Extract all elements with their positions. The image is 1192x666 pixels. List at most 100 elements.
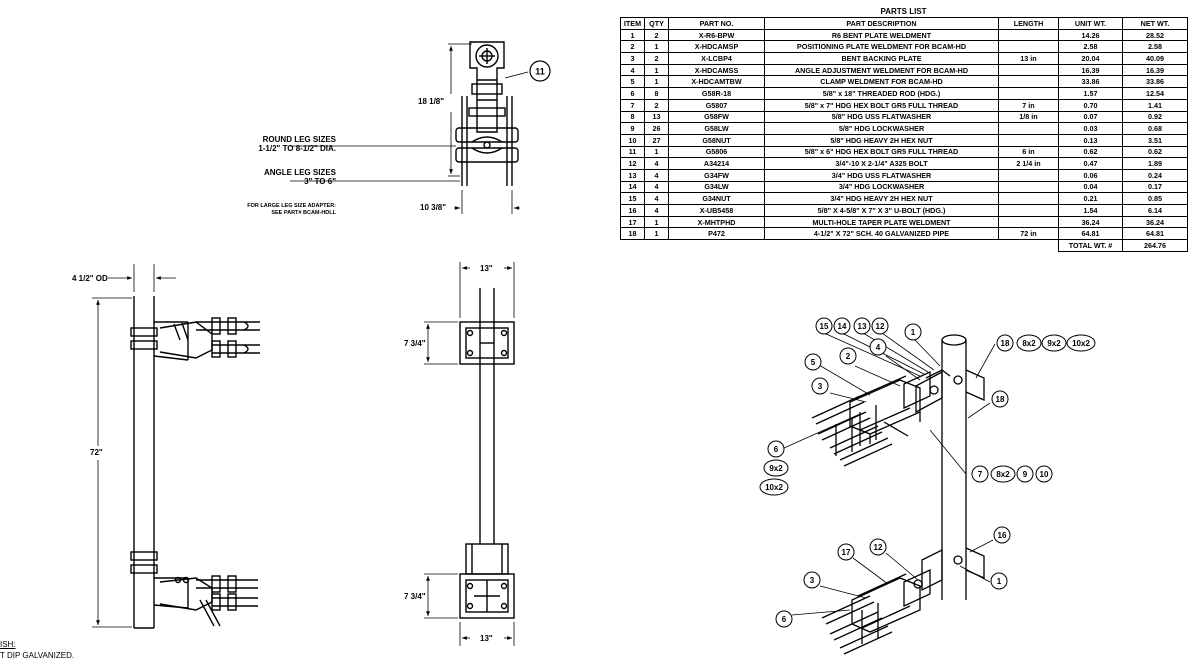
cell-length [998,204,1059,217]
cell-qty: 2 [644,52,669,65]
cell-length [998,168,1059,182]
svg-text:6: 6 [774,445,779,454]
balloon-9x2: 9x2 [1041,334,1067,352]
cell-unit-wt: 0.07 [1058,110,1123,124]
cell-unit-wt: 36.24 [1058,215,1123,229]
cell-net-wt: 16.39 [1122,63,1188,77]
svg-text:10x2: 10x2 [1072,339,1090,348]
parts-list-title: PARTS LIST [880,7,927,16]
cell-net-wt: 12.54 [1122,87,1188,100]
cell-part-no: G34LW [668,180,765,194]
cell-net-wt: 0.62 [1122,145,1188,159]
cell-part-no: X-LCBP4 [668,52,765,65]
cell-item: 17 [620,215,645,229]
cell-length [998,75,1059,89]
cell-unit-wt: 20.04 [1058,52,1123,65]
svg-text:7: 7 [978,470,983,479]
cell-net-wt: 1.41 [1122,98,1188,112]
front-view-dimensions [424,262,515,646]
adapter-note-2: SEE PART# BCAM-HDLL [271,210,336,216]
balloon-10: 10 [1035,465,1053,483]
cell-item: 8 [620,110,645,124]
col-item: ITEM [620,17,645,30]
svg-text:2: 2 [846,352,851,361]
cell-description: POSITIONING PLATE WELDMENT FOR BCAM-HD [764,40,999,54]
cell-description: 5/8" HDG USS FLATWASHER [764,110,999,124]
balloon-6b: 6 [775,610,793,628]
cell-description: 3/4" HDG HEAVY 2H HEX NUT [764,192,999,205]
cell-unit-wt: 0.04 [1058,180,1123,194]
cell-unit-wt: 16.39 [1058,63,1123,77]
cell-description: 5/8" x 7" HDG HEX BOLT GR5 FULL THREAD [764,98,999,112]
cell-item: 2 [620,40,645,54]
cell-length [998,133,1059,147]
cell-item: 15 [620,192,645,205]
svg-text:12: 12 [876,322,885,331]
cell-unit-wt: 0.21 [1058,192,1123,205]
balloon-3: 3 [811,377,829,395]
balloon-11-label: 11 [535,67,545,77]
col-unit-wt: UNIT WT. [1058,17,1123,30]
cell-item: 7 [620,98,645,112]
cell-description: BENT BACKING PLATE [764,52,999,65]
svg-text:18: 18 [996,395,1005,404]
cell-part-no: X-UB5458 [668,204,765,217]
svg-text:9: 9 [1023,470,1028,479]
cell-length: 6 in [998,145,1059,159]
cell-qty: 1 [644,75,669,89]
adapter-note-1: FOR LARGE LEG SIZE ADAPTER: [247,203,336,209]
cell-length [998,87,1059,100]
cell-unit-wt: 2.58 [1058,40,1123,54]
cell-item: 16 [620,204,645,217]
col-description: PART DESCRIPTION [764,17,999,30]
cell-qty: 2 [644,28,669,42]
cell-part-no: G34FW [668,168,765,182]
cell-item: 13 [620,168,645,182]
cell-description: 3/4"-10 X 2-1/4" A325 BOLT [764,157,999,170]
svg-text:8x2: 8x2 [1022,339,1036,348]
cell-length [998,40,1059,54]
front-plate-top: 7 3/4" [404,339,426,348]
cell-length [998,180,1059,194]
cell-unit-wt: 1.57 [1058,87,1123,100]
balloon-13: 13 [853,317,871,335]
svg-text:17: 17 [842,548,851,557]
balloon-18b: 18 [991,390,1009,408]
balloon-14: 14 [833,317,851,335]
cell-qty: 1 [644,145,669,159]
balloon-10x2: 10x2 [1066,334,1096,352]
angle-leg-title: ANGLE LEG SIZES [263,168,336,177]
cell-item: 12 [620,157,645,170]
cell-qty: 1 [644,215,669,229]
front-plate-bottom: 7 3/4" [404,592,426,601]
balloon-9: 9 [1016,465,1034,483]
svg-text:1: 1 [911,328,916,337]
cell-qty: 2 [644,98,669,112]
round-leg-title: ROUND LEG SIZES [262,135,336,144]
cell-unit-wt: 0.70 [1058,98,1123,112]
cell-qty: 26 [644,122,669,135]
cell-description: 5/8" HDG HEAVY 2H HEX NUT [764,133,999,147]
balloon-16: 16 [993,526,1011,544]
cell-length: 2 1/4 in [998,157,1059,170]
balloon-17: 17 [837,543,855,561]
cell-net-wt: 0.92 [1122,110,1188,124]
cell-description: 3/4" HDG USS FLATWASHER [764,168,999,182]
cell-item: 5 [620,75,645,89]
cell-part-no: A34214 [668,157,765,170]
balloon-4: 4 [869,338,887,356]
svg-text:1: 1 [997,577,1002,586]
svg-text:18: 18 [1001,339,1010,348]
cell-item: 18 [620,227,645,241]
balloon-12b: 12 [869,538,887,556]
cell-description: 3/4" HDG LOCKWASHER [764,180,999,194]
